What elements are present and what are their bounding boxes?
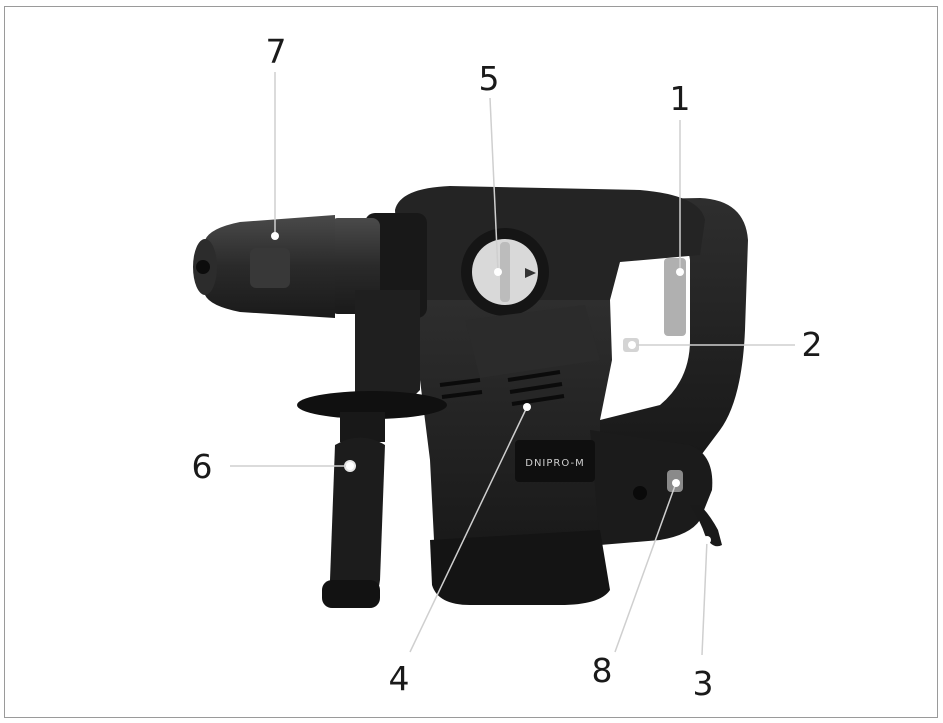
aux-handle-shaft — [340, 412, 385, 442]
aux-handle-grip — [330, 437, 385, 605]
figure-frame — [4, 6, 938, 718]
leader-line-3 — [701, 539, 708, 656]
lower-body — [590, 430, 713, 545]
brand-logo: DNIPRO-M — [525, 458, 585, 469]
indicator-strip — [664, 258, 686, 336]
leader-line-4 — [409, 406, 528, 653]
side-plate — [465, 305, 600, 378]
base-foot — [430, 530, 610, 605]
bit-socket — [196, 260, 210, 274]
callout-3: 3 — [693, 664, 714, 703]
callout-1: 1 — [670, 79, 691, 118]
chuck-grip — [250, 248, 290, 288]
leader-dots — [271, 232, 711, 544]
leader-lines — [230, 72, 795, 656]
callout-6: 6 — [192, 447, 213, 486]
callout-5: 5 — [479, 59, 500, 98]
callout-2: 2 — [802, 325, 823, 364]
mode-selector-grip — [500, 242, 510, 302]
rear-handle — [600, 198, 748, 489]
callout-8: 8 — [592, 651, 613, 690]
cord-guard — [690, 505, 722, 547]
depth-stop-collar — [297, 391, 447, 419]
mode-arrow-icon — [525, 268, 536, 278]
aux-handle-cap — [322, 580, 380, 608]
leader-line-5 — [489, 97, 499, 273]
tool-illustration: DNIPRO-M — [193, 186, 748, 608]
leader-line-8 — [614, 482, 677, 653]
air-vents — [439, 370, 565, 406]
rear-screw — [633, 486, 647, 500]
callout-4: 4 — [389, 659, 410, 698]
logo-plate — [515, 440, 595, 482]
callout-7: 7 — [266, 32, 287, 71]
aux-handle-mount — [355, 290, 420, 405]
